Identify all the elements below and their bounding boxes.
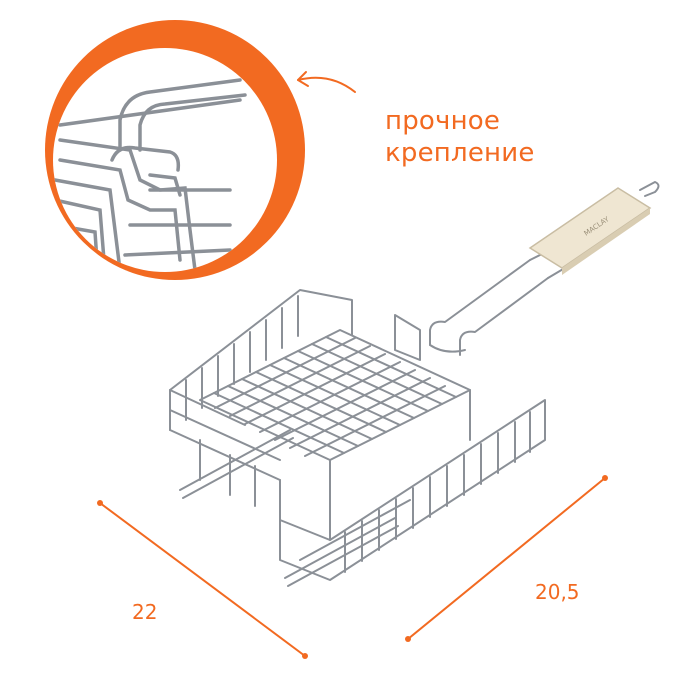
dimension-line-depth [405,475,608,642]
dimension-line-width [97,500,308,659]
depth-label: 20,5 [535,580,580,604]
width-label: 22 [132,600,158,624]
wooden-handle: MACLAY [528,187,652,275]
grill-basket [169,181,660,587]
curved-arrow-icon [297,71,356,93]
zoom-callout [45,20,305,280]
feature-caption: прочное крепление [385,105,535,169]
caption-line-1: прочное [385,106,501,136]
caption-line-2: крепление [385,138,535,168]
